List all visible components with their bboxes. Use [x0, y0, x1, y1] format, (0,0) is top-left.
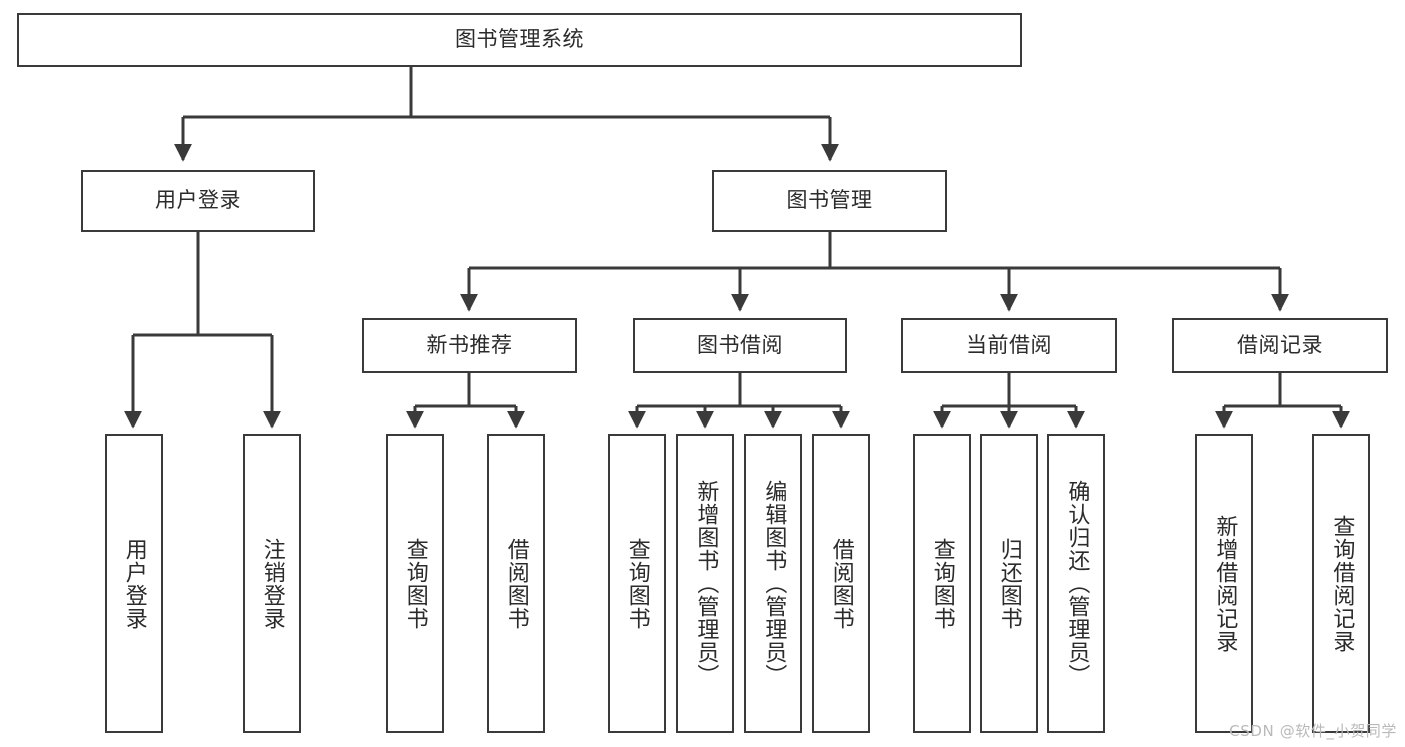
node-book-borrow[interactable]: 图书借阅 [633, 318, 847, 373]
node-leaf-query-book-1-label: 查询图书 [402, 537, 428, 630]
node-leaf-edit-book-admin-label: 编辑图书（管理员） [761, 480, 787, 687]
node-root[interactable]: 图书管理系统 [17, 13, 1022, 67]
node-leaf-user-login-label: 用户登录 [121, 537, 147, 630]
node-leaf-edit-book-admin[interactable]: 编辑图书（管理员） [744, 434, 802, 733]
node-borrow-record-label: 借阅记录 [1237, 332, 1323, 357]
node-user-login[interactable]: 用户登录 [81, 170, 315, 232]
node-leaf-add-book-admin-label: 新增图书（管理员） [693, 480, 719, 687]
node-leaf-query-book-3[interactable]: 查询图书 [913, 434, 971, 733]
node-leaf-borrow-book-2-label: 借阅图书 [828, 537, 854, 630]
node-root-label: 图书管理系统 [455, 27, 584, 52]
node-current-borrow[interactable]: 当前借阅 [901, 318, 1117, 373]
node-book-manage[interactable]: 图书管理 [712, 170, 947, 232]
node-book-manage-label: 图书管理 [786, 188, 873, 213]
node-new-book-recommend-label: 新书推荐 [426, 332, 513, 357]
node-leaf-confirm-return-label: 确认归还（管理员） [1064, 480, 1090, 687]
node-leaf-return-book-label: 归还图书 [996, 537, 1022, 630]
node-leaf-borrow-book-1[interactable]: 借阅图书 [487, 434, 545, 733]
node-current-borrow-label: 当前借阅 [966, 332, 1052, 357]
node-book-borrow-label: 图书借阅 [697, 332, 783, 357]
node-leaf-user-login[interactable]: 用户登录 [105, 434, 163, 733]
node-leaf-return-book[interactable]: 归还图书 [980, 434, 1038, 733]
node-leaf-query-borrow-record[interactable]: 查询借阅记录 [1312, 434, 1370, 733]
node-leaf-add-borrow-record[interactable]: 新增借阅记录 [1195, 434, 1253, 733]
node-leaf-logout-label: 注销登录 [259, 537, 285, 630]
node-user-login-label: 用户登录 [155, 188, 241, 213]
watermark: CSDN @软件_小贺同学 [1229, 722, 1397, 740]
node-leaf-query-book-3-label: 查询图书 [929, 537, 955, 630]
node-leaf-query-borrow-record-label: 查询借阅记录 [1329, 514, 1355, 653]
node-leaf-add-borrow-record-label: 新增借阅记录 [1212, 514, 1238, 653]
node-leaf-query-book-2[interactable]: 查询图书 [608, 434, 666, 733]
node-leaf-confirm-return[interactable]: 确认归还（管理员） [1047, 434, 1105, 733]
node-leaf-borrow-book-1-label: 借阅图书 [503, 537, 529, 630]
node-leaf-query-book-2-label: 查询图书 [624, 537, 650, 630]
node-leaf-logout[interactable]: 注销登录 [243, 434, 301, 733]
node-new-book-recommend[interactable]: 新书推荐 [362, 318, 577, 373]
node-leaf-borrow-book-2[interactable]: 借阅图书 [812, 434, 870, 733]
node-leaf-query-book-1[interactable]: 查询图书 [386, 434, 444, 733]
node-borrow-record[interactable]: 借阅记录 [1172, 318, 1388, 373]
node-leaf-add-book-admin[interactable]: 新增图书（管理员） [676, 434, 734, 733]
